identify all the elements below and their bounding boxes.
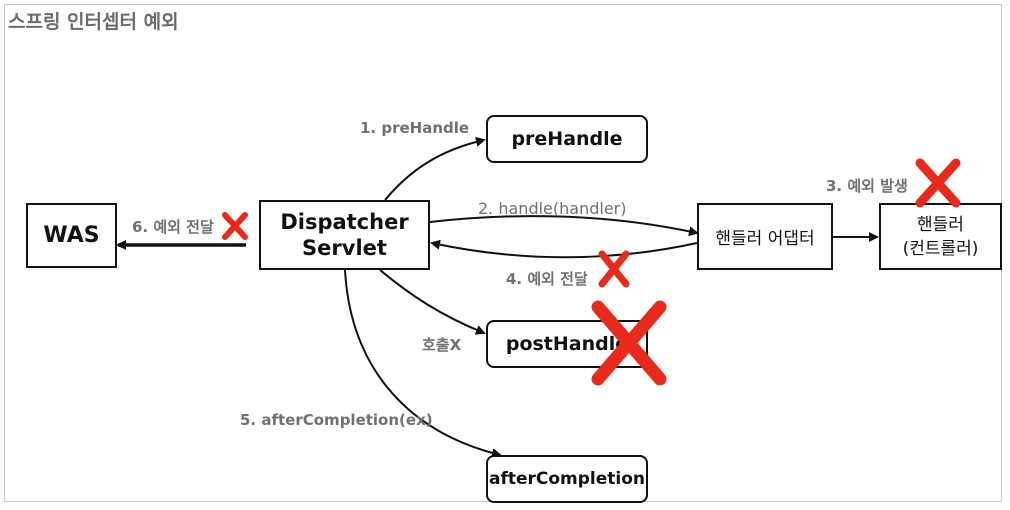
- handler-adapter-label: 핸들러 어댑터: [715, 229, 815, 249]
- handler-label-line2: (컨트롤러): [902, 238, 979, 259]
- arrow-dispatcher-to-posthandle: [379, 269, 486, 335]
- label-prehandle-call: 1. preHandle: [360, 119, 470, 137]
- dispatcher-label-line2: Servlet: [302, 236, 387, 260]
- arrow-dispatcher-to-prehandle: [384, 136, 486, 201]
- label-exception-raised: 3. 예외 발생: [826, 177, 908, 195]
- diagram-title: 스프링 인터셉터 예외: [8, 11, 179, 33]
- x-mark-icon: [915, 158, 961, 208]
- label-posthandle-not-called: 호출X: [422, 336, 462, 354]
- prehandle-box: preHandle: [486, 115, 648, 163]
- handler-adapter-box: 핸들러 어댑터: [697, 203, 833, 270]
- arrow-adapter-to-dispatcher: [430, 239, 698, 259]
- handler-box: 핸들러 (컨트롤러): [879, 203, 1002, 270]
- label-aftercompletion-call: 5. afterCompletion(ex): [240, 411, 433, 429]
- dispatcher-servlet-box: Dispatcher Servlet: [259, 200, 430, 270]
- was-box: WAS: [26, 203, 117, 268]
- aftercompletion-label: afterCompletion: [488, 469, 646, 489]
- was-label: WAS: [43, 223, 100, 248]
- posthandle-label: postHandle: [505, 333, 629, 355]
- label-handle-call: 2. handle(handler): [478, 199, 627, 218]
- label-exception-to-was: 6. 예외 전달: [132, 218, 214, 236]
- arrow-dispatcher-to-adapter: [429, 215, 699, 237]
- label-exception-return: 4. 예외 전달: [506, 270, 588, 288]
- prehandle-label: preHandle: [511, 128, 623, 150]
- dispatcher-label-line1: Dispatcher: [280, 210, 409, 234]
- diagram-frame: [4, 4, 1002, 502]
- handler-label-line1: 핸들러: [917, 214, 964, 235]
- x-mark-icon: [591, 300, 667, 386]
- x-mark-icon: [222, 212, 248, 240]
- x-mark-icon: [598, 250, 630, 288]
- arrow-dispatcher-to-aftercompletion: [344, 269, 502, 458]
- aftercompletion-box: afterCompletion: [486, 455, 648, 503]
